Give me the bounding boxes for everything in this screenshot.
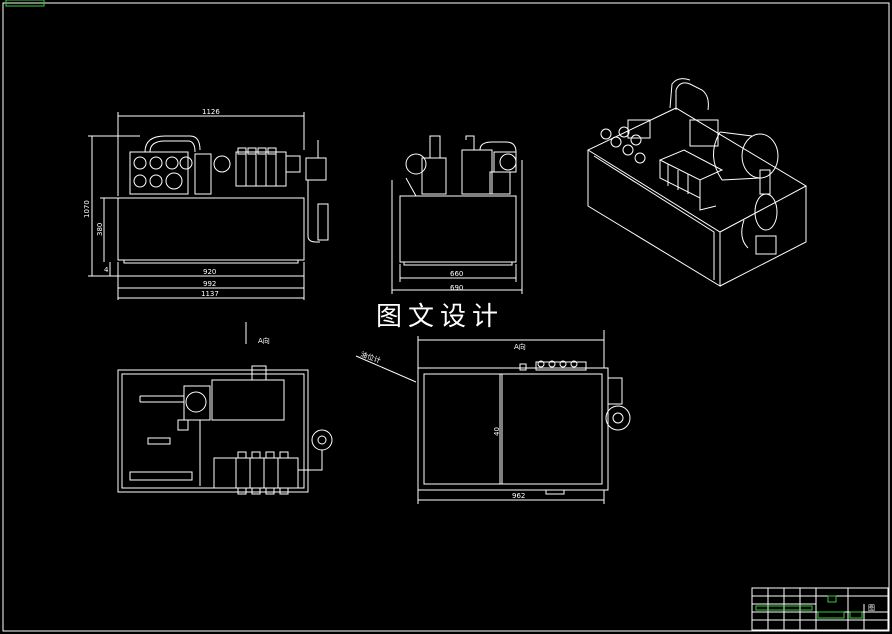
side-dim-outer: 690 — [450, 284, 463, 292]
top-left-direction-label: A向 — [258, 336, 270, 345]
front-view — [88, 112, 329, 300]
top-right-dim-depth: 40 — [493, 427, 501, 436]
sheet-tab — [5, 0, 45, 7]
top-right-direction-label: A向 — [514, 342, 526, 351]
front-dim-side-tank: 380 — [96, 223, 104, 236]
title-block — [751, 587, 889, 631]
front-dim-bottom-mid: 992 — [203, 280, 216, 288]
watermark-text: 图文设计 — [372, 300, 509, 334]
isometric-view — [586, 78, 808, 287]
front-dim-bottom-outer: 1137 — [201, 290, 219, 298]
side-view — [391, 135, 523, 294]
top-right-dim-width: 962 — [512, 492, 525, 500]
top-view-left — [117, 322, 333, 495]
front-dim-bottom-inner: 920 — [203, 268, 216, 276]
title-block-label: 图 — [868, 604, 875, 612]
front-dim-top: 1126 — [202, 108, 220, 116]
front-dim-side-base: 4 — [104, 266, 109, 274]
front-dim-side-total: 1070 — [83, 200, 91, 218]
top-view-right — [355, 330, 631, 504]
side-dim-inner: 660 — [450, 270, 463, 278]
